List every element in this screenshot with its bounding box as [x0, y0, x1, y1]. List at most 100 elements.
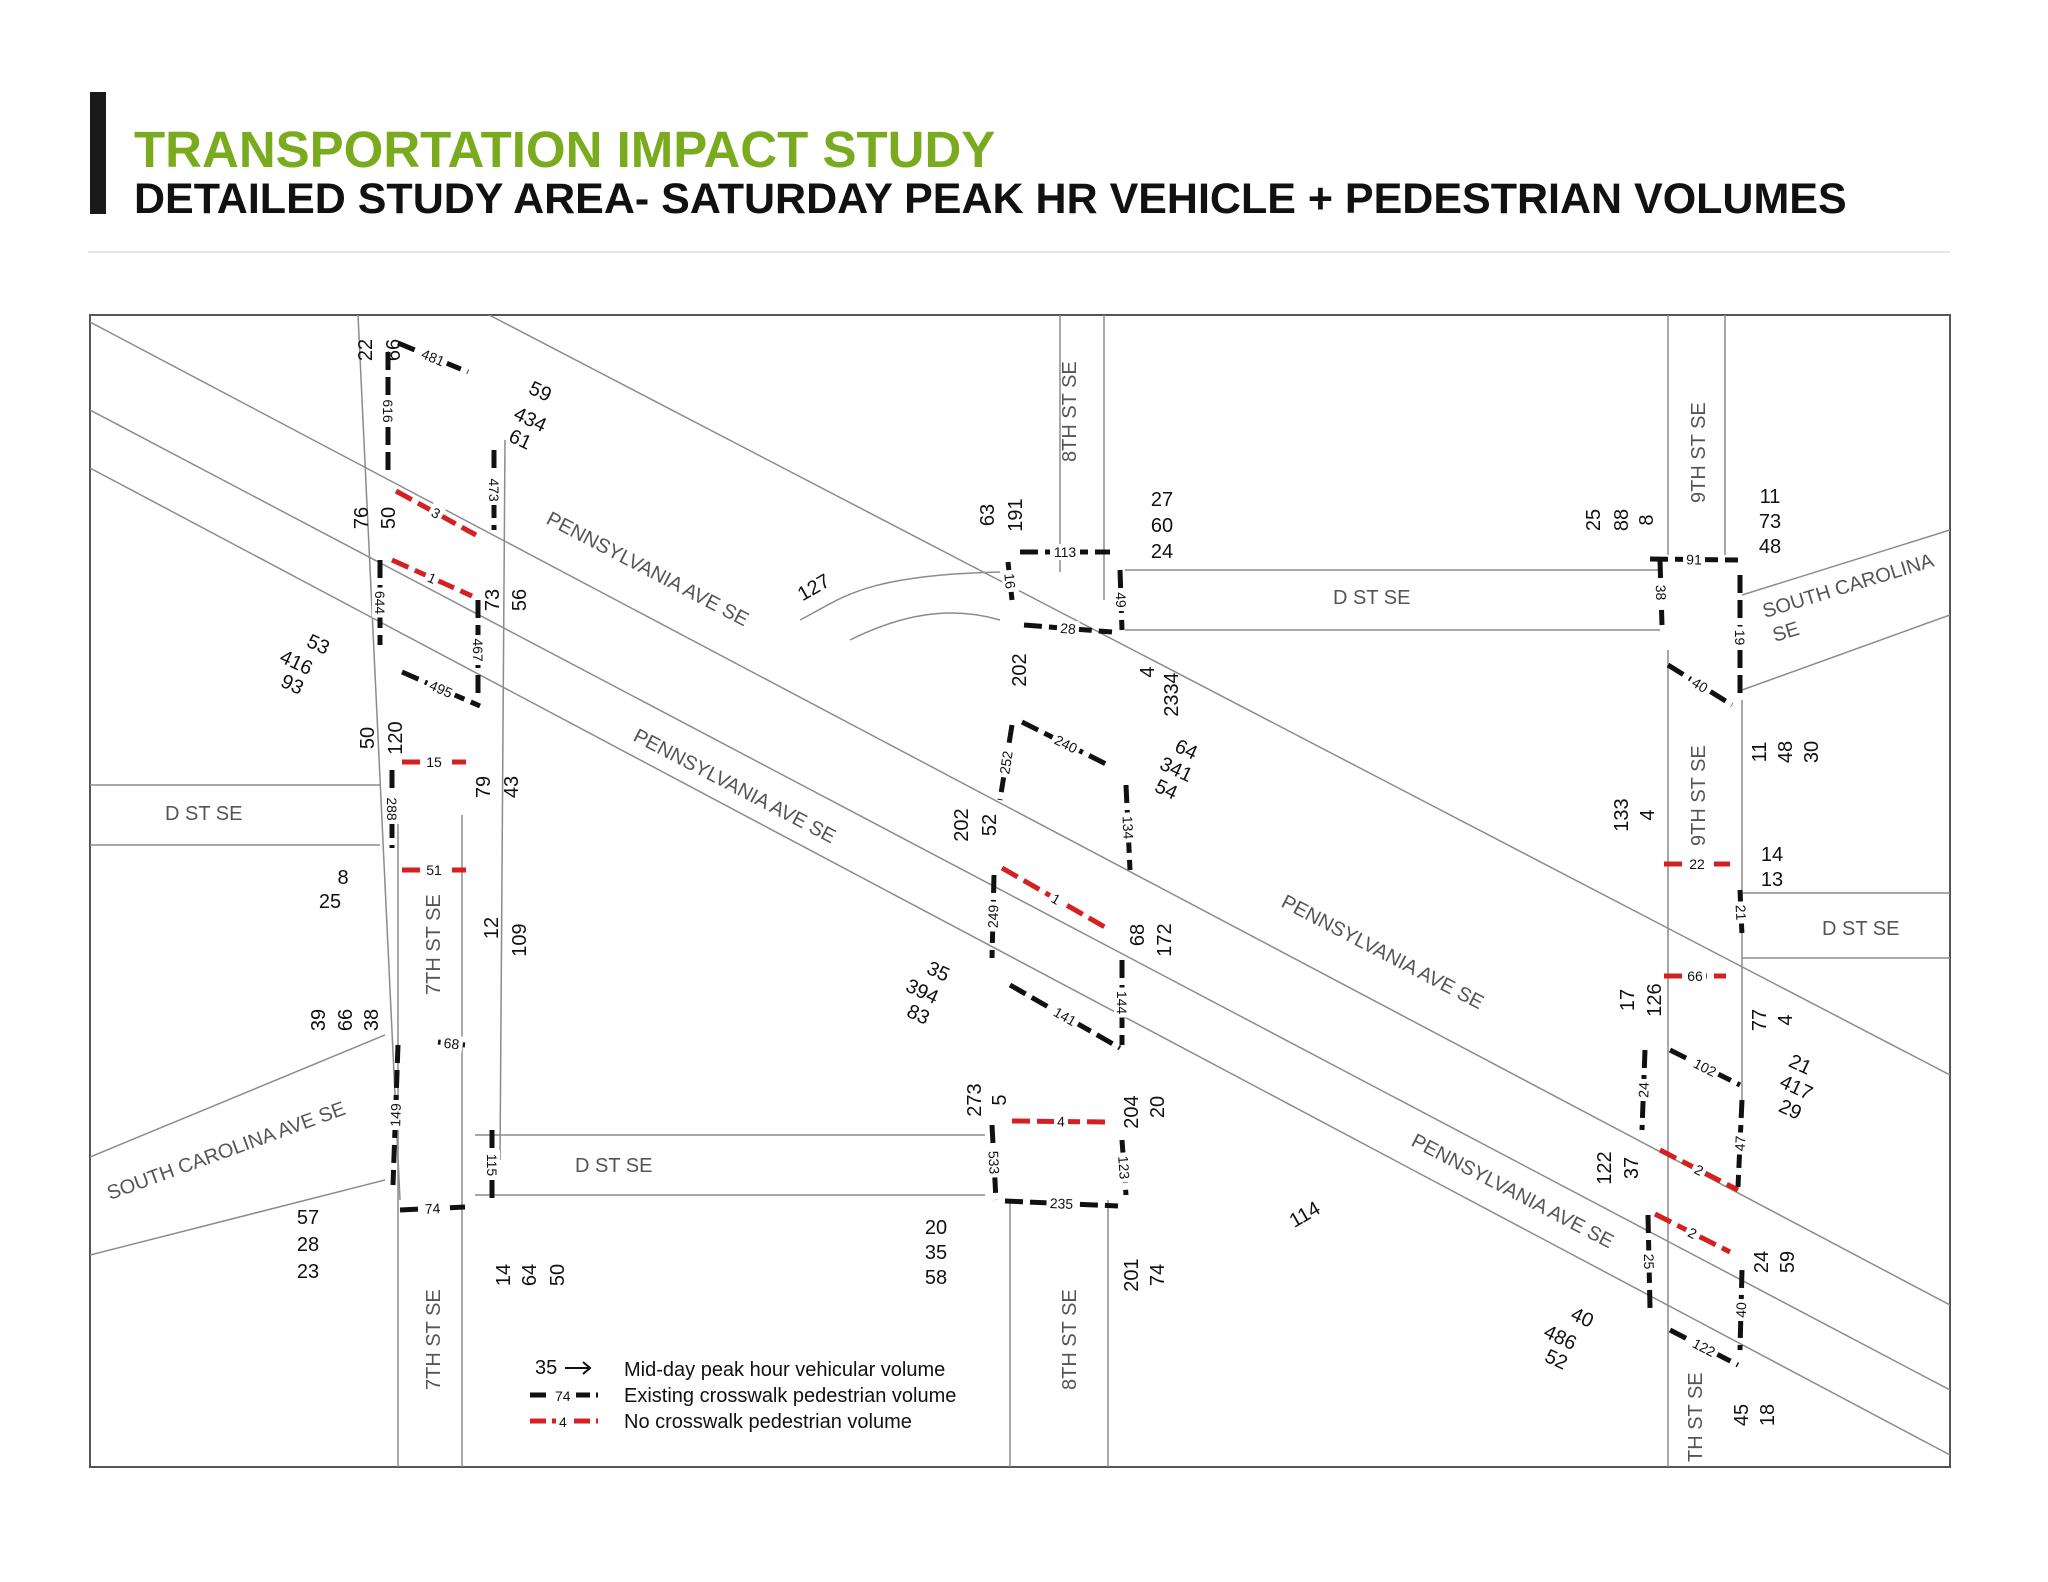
- crosswalk-volume-label: 235: [1049, 1195, 1073, 1212]
- vehicle-volume-label: 39: [308, 1009, 330, 1031]
- crosswalk-volume-label: 40: [1689, 674, 1711, 696]
- vehicle-volume-label: 20: [1147, 1096, 1169, 1118]
- crosswalk-label-bg: [380, 396, 396, 426]
- vehicle-volume-label: 52: [979, 814, 1001, 836]
- road-edge: [357, 315, 401, 1201]
- vehicle-volume-label: 191: [1005, 498, 1027, 531]
- map-frame: [89, 314, 1951, 1468]
- crosswalk-label-bg: [416, 344, 450, 371]
- crosswalk-label-bg: [421, 1200, 444, 1217]
- legend-sample-volume: 35: [535, 1357, 557, 1379]
- crosswalk-label-bg: [1682, 551, 1706, 568]
- page-title: TRANSPORTATION IMPACT STUDY: [134, 121, 996, 178]
- legend-sample-existing: 74: [555, 1388, 571, 1404]
- crosswalk-volume-label: 25: [1641, 1254, 1657, 1270]
- crosswalk-line: [1645, 1214, 1653, 1309]
- vehicle-volume-label: 4: [1775, 1014, 1797, 1025]
- vehicle-volume-label: 204: [1121, 1095, 1143, 1128]
- crosswalk-label-bg: [484, 1150, 500, 1180]
- road-edge: [849, 612, 1001, 641]
- crosswalk-volume-label: 473: [486, 478, 502, 502]
- crosswalk-volume-label: 40: [1733, 1302, 1749, 1318]
- crosswalk-label-bg: [1689, 1159, 1709, 1181]
- road-edge: [90, 467, 1950, 1456]
- vehicle-volume-label: 233: [1161, 683, 1183, 716]
- road-network: [90, 315, 1950, 1467]
- vehicle-volume-label: 133: [1611, 798, 1633, 831]
- crosswalk-volume-label: 616: [380, 399, 396, 423]
- crosswalk-line: [1649, 556, 1739, 563]
- crosswalk-line: [1011, 1118, 1111, 1125]
- vehicle-volume-label: 8: [1636, 514, 1658, 525]
- vehicle-volume-label: 48: [1759, 536, 1781, 558]
- vehicle-volume-label: 27: [1151, 489, 1173, 511]
- crosswalk-line: [1737, 889, 1745, 936]
- vehicle-volume-label: 57: [297, 1207, 319, 1229]
- vehicle-volume-label: 17: [1617, 989, 1639, 1011]
- crosswalk-line: [1735, 1099, 1745, 1188]
- crosswalk-volume-label: 51: [426, 862, 442, 878]
- street-label: 8TH ST SE: [1059, 1289, 1081, 1390]
- crosswalk-line: [390, 557, 474, 599]
- crosswalk-volume-label: 16: [1001, 572, 1019, 589]
- vehicle-volume-label: 88: [1611, 509, 1633, 531]
- vehicle-volume-label: 25: [319, 891, 341, 913]
- vehicle-volume-label: 43: [501, 776, 523, 798]
- crosswalk-label-bg: [1732, 626, 1748, 649]
- vehicle-volume-label: 122: [1594, 1151, 1616, 1184]
- vehicle-volume-label: 4: [1637, 809, 1659, 820]
- crosswalk-line: [1023, 622, 1113, 635]
- crosswalk-label-bg: [1732, 1298, 1750, 1322]
- crosswalk-label-bg: [1119, 812, 1137, 843]
- crosswalk-volume-label: 47: [1732, 1135, 1749, 1152]
- vehicle-volume-label: 11: [1760, 486, 1781, 508]
- vehicle-volume-label: 45: [1731, 1404, 1753, 1426]
- vehicle-volume-label: 50: [378, 507, 400, 529]
- vehicle-volume-label: 8: [337, 867, 348, 889]
- legend-label: Mid-day peak hour vehicular volume: [624, 1359, 945, 1381]
- road-edge: [499, 439, 506, 1161]
- crosswalk-volume-label: 115: [484, 1154, 500, 1177]
- crosswalk-volume-label: 22: [1689, 856, 1705, 872]
- crosswalk-label-bg: [1046, 1194, 1077, 1213]
- page-subtitle: DETAILED STUDY AREA- SATURDAY PEAK HR VE…: [134, 175, 1847, 223]
- crosswalk-label-bg: [486, 475, 502, 505]
- street-label: 7TH ST SE: [423, 1289, 445, 1390]
- crosswalk-label-bg: [1114, 1151, 1134, 1184]
- vehicle-volume-label: 202: [1009, 653, 1031, 686]
- vehicle-volume-label: 37: [1621, 1157, 1643, 1179]
- vehicle-volume-label: 20: [925, 1217, 947, 1239]
- vehicle-volume-label: 50: [547, 1264, 569, 1286]
- legend-label: Existing crosswalk pedestrian volume: [624, 1385, 956, 1407]
- crosswalk-volume-label: 91: [1686, 551, 1702, 567]
- vehicle-volume-label: 126: [1644, 983, 1666, 1016]
- crosswalk-label-bg: [422, 567, 442, 589]
- vehicle-volume-label: 4: [1137, 666, 1159, 677]
- crosswalk-label-bg: [1687, 1333, 1721, 1362]
- crosswalk-label-bg: [1640, 1250, 1658, 1273]
- crosswalk-volume-label: 66: [1687, 968, 1703, 984]
- vehicle-volume-label: 28: [297, 1234, 319, 1256]
- crosswalk-volume-label: 19: [1732, 630, 1748, 646]
- road-edge: [799, 571, 1001, 621]
- crosswalk-volume-label: 21: [1733, 904, 1750, 920]
- vehicle-volume-label: 48: [1775, 741, 1797, 763]
- vehicle-volume-label: 12: [481, 917, 503, 939]
- crosswalk-volume-label: 49: [1113, 592, 1130, 608]
- crosswalk-volume-label: 533: [985, 1150, 1002, 1174]
- crosswalk-volume-label: 38: [1653, 584, 1669, 600]
- street-label: 7TH ST SE: [423, 894, 445, 995]
- vehicle-volume-label: 172: [1154, 923, 1176, 956]
- vehicle-volume-label: 120: [385, 721, 407, 754]
- road-edge: [90, 409, 1950, 1391]
- crosswalk-volume-label: 144: [1114, 991, 1130, 1015]
- vehicle-volume-label: 18: [1757, 1404, 1779, 1426]
- vehicle-volume-label: 68: [1127, 924, 1149, 946]
- crosswalk-label-bg: [426, 502, 446, 524]
- vehicle-volume-label: 35: [925, 1242, 947, 1264]
- crosswalk-label-bg: [1053, 1113, 1069, 1130]
- road-edge: [90, 1034, 386, 1158]
- crosswalk-label-bg: [1652, 581, 1670, 604]
- crosswalk-label-bg: [1114, 987, 1130, 1018]
